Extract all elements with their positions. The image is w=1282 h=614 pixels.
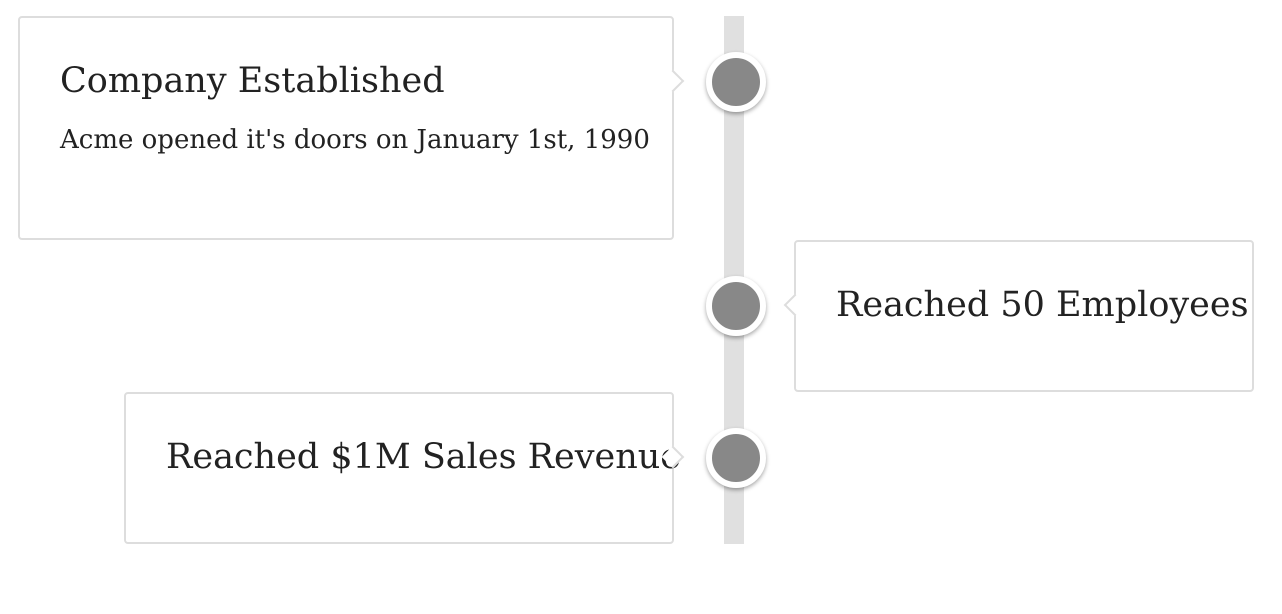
timeline-event-card: Reached 50 Employees — [783, 240, 1254, 392]
event-title: Reached $1M Sales Revenue — [166, 437, 682, 477]
card-pointer — [661, 69, 685, 93]
timeline-dot — [706, 52, 766, 112]
event-title: Reached 50 Employees — [836, 285, 1249, 325]
timeline-dot — [706, 428, 766, 488]
event-title: Company Established — [60, 61, 445, 101]
timeline-event-card: Company Established Acme opened it's doo… — [18, 16, 685, 240]
timeline-dot — [706, 276, 766, 336]
card-pointer — [783, 293, 807, 317]
event-description: Acme opened it's doors on January 1st, 1… — [60, 125, 650, 155]
timeline-event-card: Reached $1M Sales Revenue — [124, 392, 685, 544]
